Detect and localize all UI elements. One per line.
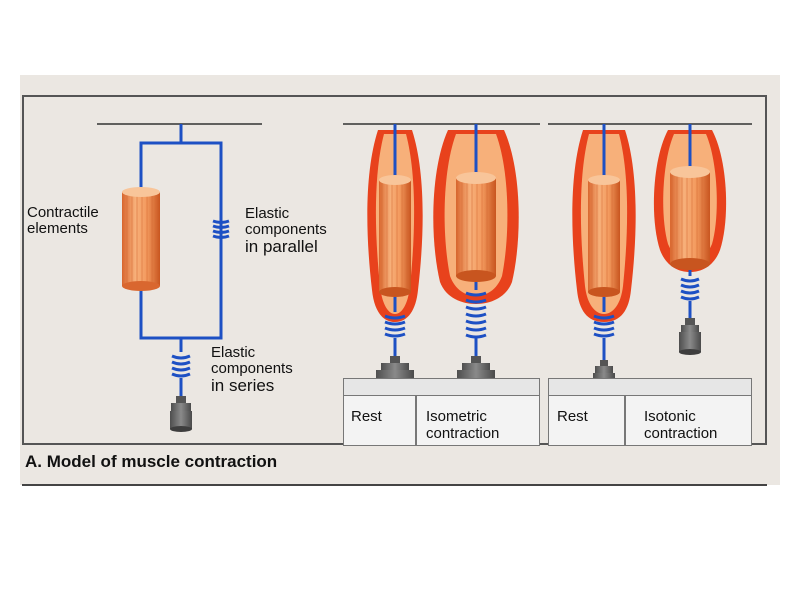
label-elastic-series-line2: components [211,359,293,377]
state-label-isometric: Isometric contraction [426,408,500,443]
label-elastic-series: Elastic components in series [211,345,293,394]
series-spring [171,354,191,378]
label-elastic-series-line3: in series [211,375,275,395]
caption-divider [22,484,767,486]
label-elastic-parallel: Elastic components in parallel [245,206,327,255]
muscle-isometric-rest [367,124,423,382]
label-elastic-parallel-line3: in parallel [245,236,318,256]
state-label-rest-1: Rest [351,408,382,425]
figure-caption: A. Model of muscle contraction [25,452,278,471]
weight [170,396,192,432]
muscle-isometric-contraction [433,124,519,382]
muscle-model-schematic [122,124,230,432]
parallel-spring [212,219,230,239]
contractile-element [122,187,160,291]
label-contractile-elements: Contractile elements [27,204,99,237]
muscle-isotonic-rest [572,124,636,383]
platform-top-2 [548,378,752,396]
label-elastic-parallel-line1: Elastic [245,205,290,222]
state-label-isotonic: Isotonic contraction [644,408,718,443]
muscle-isotonic-contraction [653,124,727,355]
platform-top-1 [343,378,540,396]
state-label-rest-2: Rest [557,408,588,425]
label-elastic-series-line1: Elastic [211,344,256,361]
label-elastic-parallel-line2: components [245,220,327,238]
